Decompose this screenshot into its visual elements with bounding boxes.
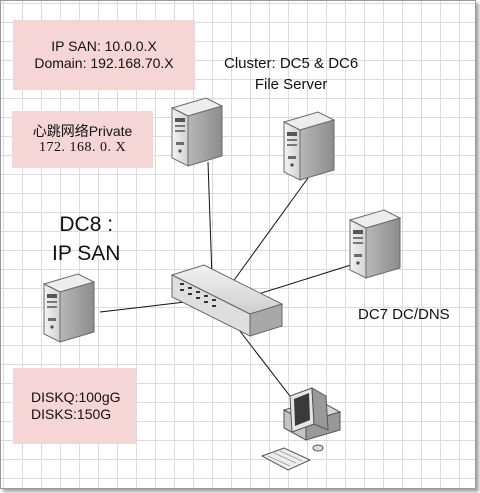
- dc7-label: DC7 DC/DNS: [358, 306, 450, 323]
- link-workstation: [235, 325, 294, 401]
- private-network-note: 心跳网络Private 172. 168. 0. X: [12, 111, 153, 168]
- link-dc6: [231, 177, 309, 284]
- disks-text: DISKS:150G: [31, 406, 112, 422]
- cluster-label: Cluster: DC5 & DC6 File Server: [224, 53, 358, 95]
- cluster-title: Cluster: DC5 & DC6: [224, 55, 359, 72]
- cluster-role: File Server: [254, 76, 328, 93]
- link-dc5: [207, 161, 213, 279]
- private-network-label: 心跳网络Private: [32, 122, 133, 139]
- dc8-role: IP SAN: [52, 242, 121, 265]
- dc8-server-icon: [43, 273, 95, 343]
- network-switch-icon: [170, 264, 284, 337]
- diskq-text: DISKQ:100gG: [31, 389, 121, 406]
- dc5-server-icon: [171, 97, 223, 167]
- link-dc8: [99, 301, 186, 313]
- private-network-ip: 172. 168. 0. X: [38, 139, 127, 155]
- disk-note: DISKQ:100gG DISKS:150G: [13, 368, 136, 444]
- dc6-server-icon: [283, 111, 335, 181]
- dc8-title: DC8 :: [59, 213, 114, 236]
- link-dc7: [251, 263, 355, 297]
- dc8-label: DC8 : IP SAN: [52, 210, 120, 268]
- dc7-server-icon: [349, 209, 401, 279]
- ip-san-note: IP SAN: 10.0.0.X Domain: 192.168.70.X: [13, 20, 195, 90]
- workstation-icon: [260, 387, 342, 471]
- network-links: [99, 161, 355, 401]
- ip-san-text: IP SAN: 10.0.0.X: [51, 38, 157, 55]
- domain-text: Domain: 192.168.70.X: [34, 55, 174, 71]
